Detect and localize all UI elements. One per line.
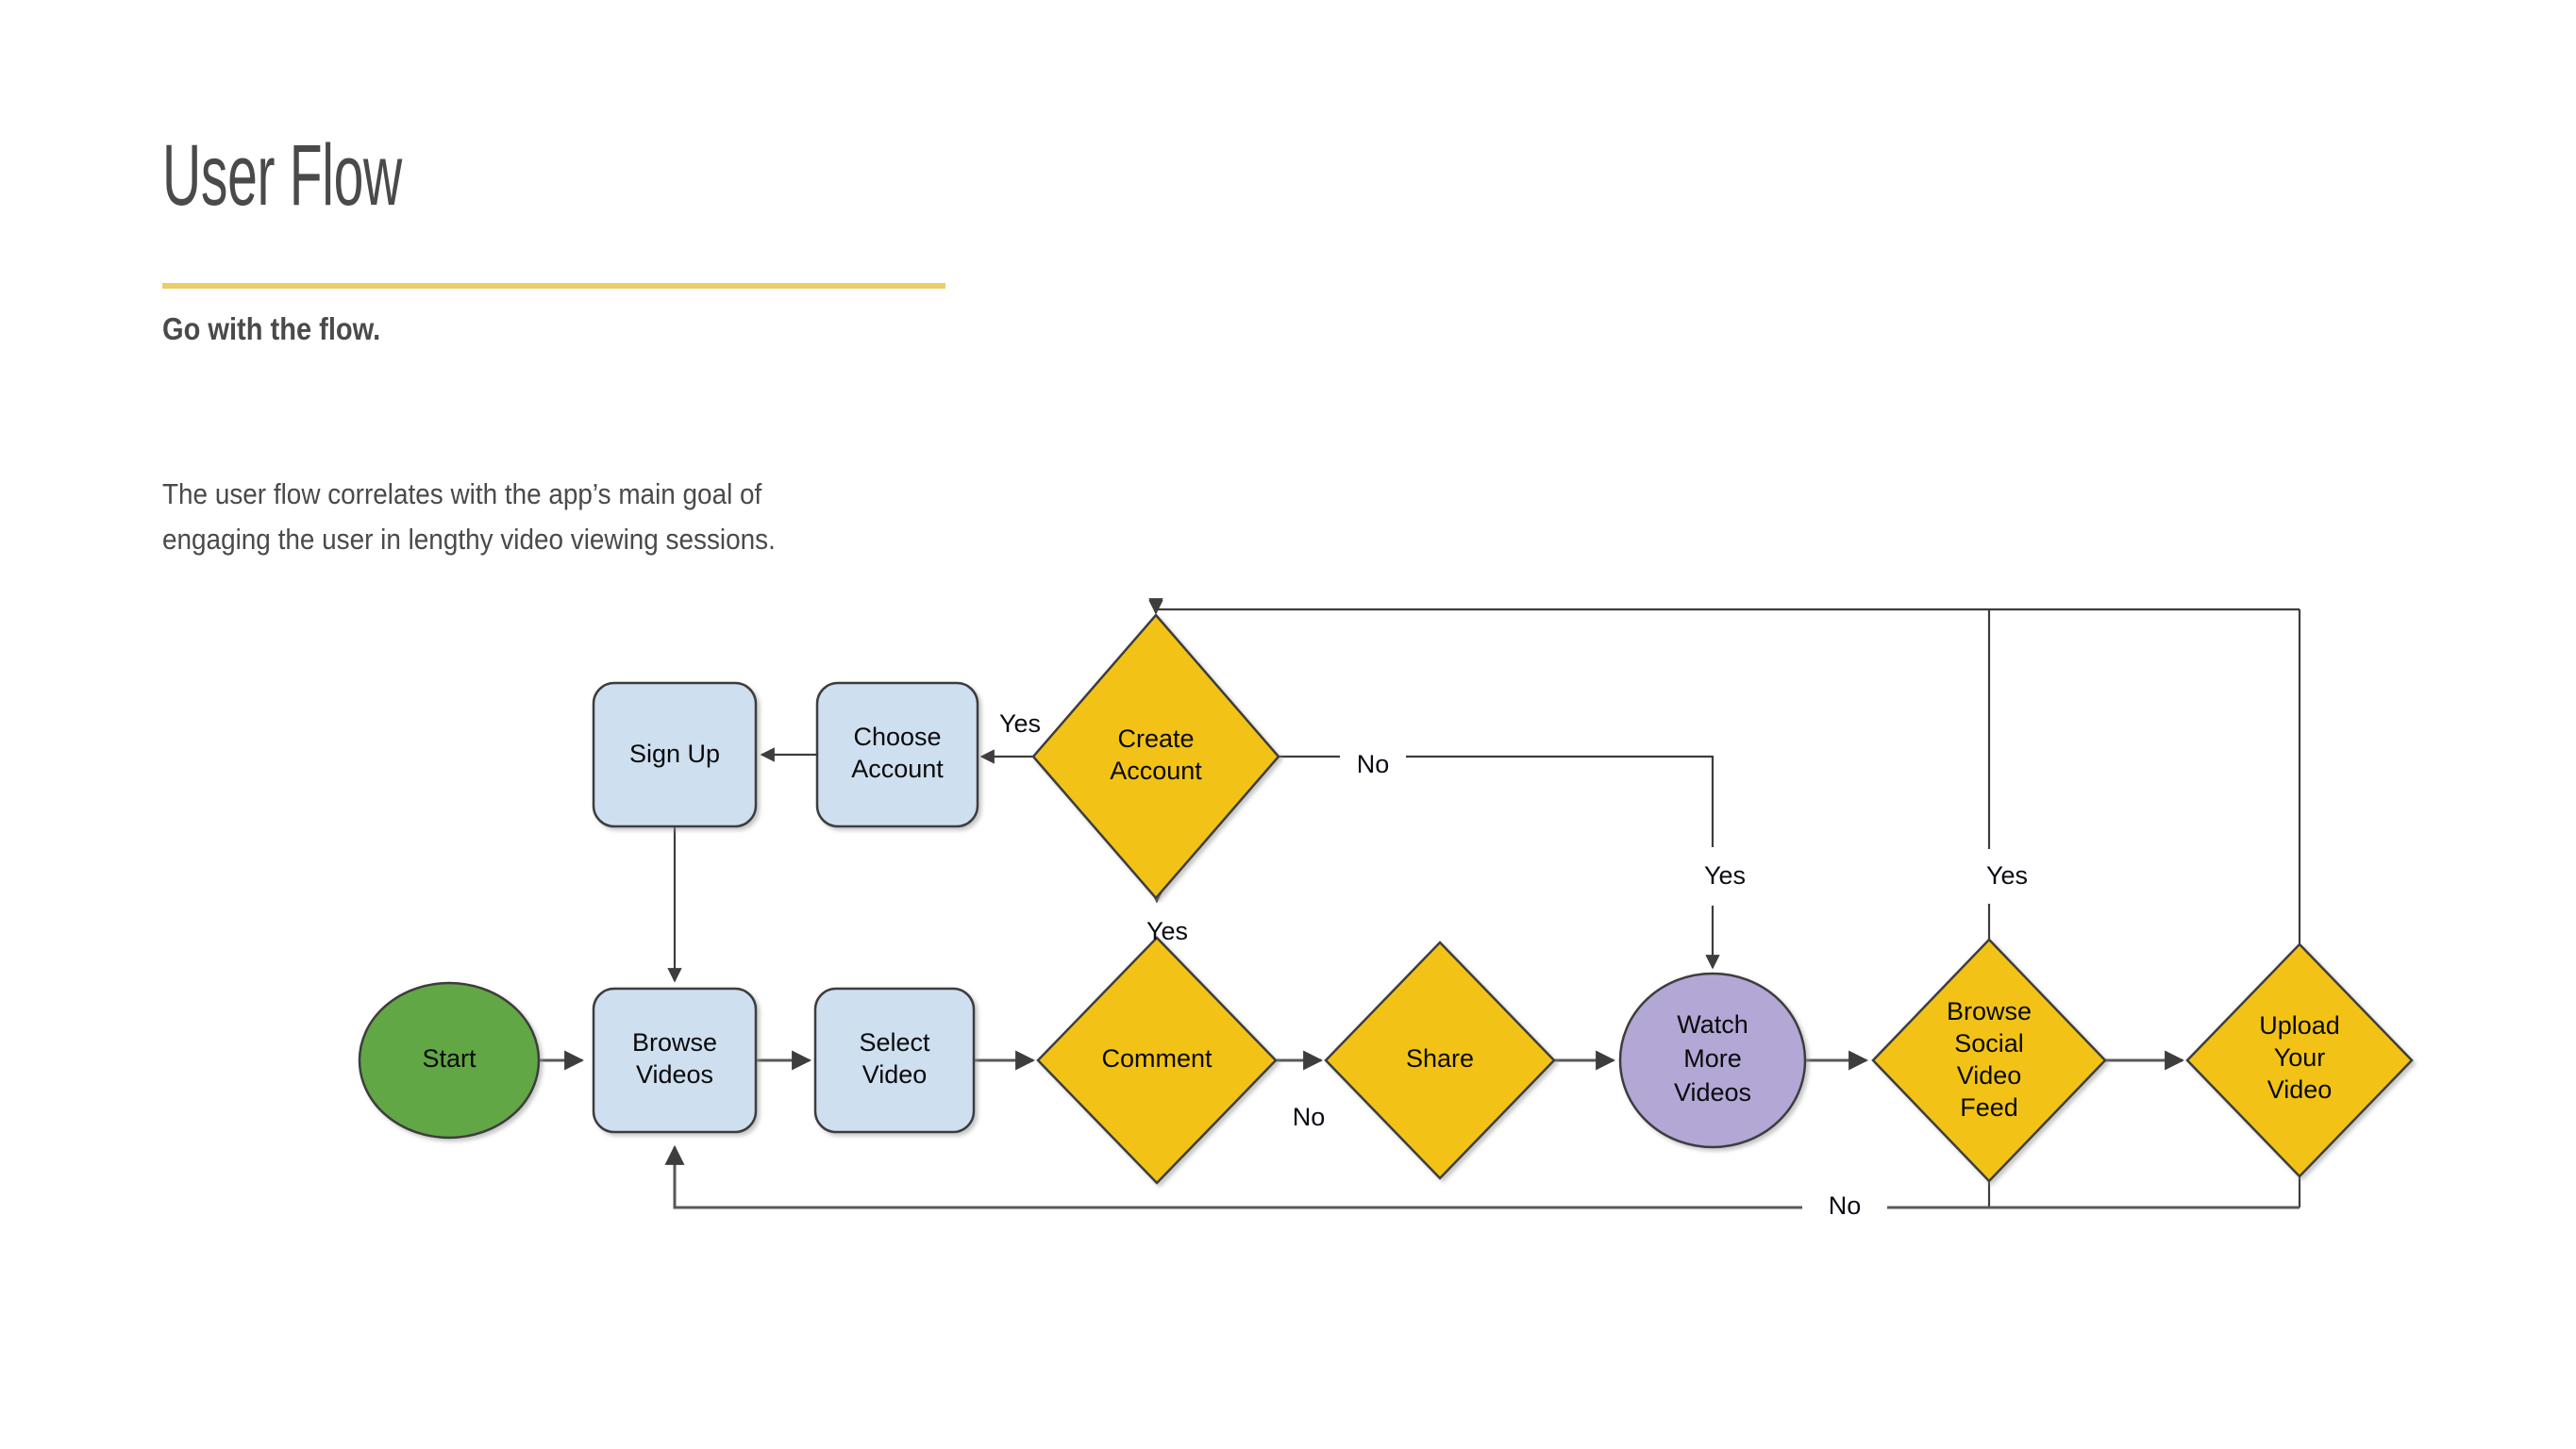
node-select-video-label-1: Select — [859, 1028, 930, 1057]
node-sign-up-label: Sign Up — [629, 740, 720, 768]
node-watch-more-label-2: More — [1683, 1044, 1742, 1073]
node-watch-more-videos[interactable]: Watch More Videos — [1618, 972, 1807, 1149]
slide-subtitle: Go with the flow. — [162, 311, 381, 346]
node-browse-videos[interactable]: Browse Videos — [592, 987, 758, 1134]
node-browse-feed-label-1: Browse — [1947, 997, 2032, 1025]
edge-label-no-bottom-return: No — [1829, 1191, 1862, 1220]
node-browse-feed-label-3: Video — [1957, 1061, 2022, 1090]
edge-label-yes-choose-account: Yes — [999, 709, 1041, 738]
node-choose-account-label-1: Choose — [853, 723, 941, 751]
node-browse-feed-label-4: Feed — [1960, 1093, 2018, 1122]
node-create-account-label-2: Account — [1110, 757, 1202, 785]
edge-top-rail-to-create-account — [1154, 600, 2300, 611]
node-start[interactable]: Start — [358, 981, 541, 1140]
node-upload-video-label-3: Video — [2267, 1075, 2333, 1104]
node-share[interactable]: Share — [1324, 941, 1556, 1180]
node-watch-more-label-3: Videos — [1674, 1078, 1751, 1107]
slide-body-text: The user flow correlates with the app’s … — [162, 477, 776, 557]
edge-label-no-create-account: No — [1357, 750, 1390, 778]
node-upload-video-label-2: Your — [2274, 1043, 2326, 1072]
edge-bottom-rail-left-segment — [664, 1144, 1802, 1209]
node-share-label: Share — [1406, 1044, 1474, 1073]
node-comment-label: Comment — [1101, 1044, 1213, 1073]
edge-label-yes-comment-to-create-account: Yes — [1146, 917, 1188, 945]
node-upload-video-label-1: Upload — [2259, 1011, 2340, 1040]
title-accent-rule — [162, 283, 945, 289]
edge-label-yes-to-watch-more: Yes — [1704, 861, 1746, 890]
node-watch-more-label-1: Watch — [1677, 1010, 1748, 1039]
edge-label-no-comment-to-share: No — [1293, 1103, 1326, 1131]
edge-label-layer: Yes No Yes No Yes Yes No — [999, 709, 2028, 1220]
node-select-video-label-2: Video — [862, 1060, 928, 1089]
node-browse-social-video-feed[interactable]: Browse Social Video Feed — [1871, 938, 2107, 1183]
edge-layer — [539, 598, 2301, 1209]
title-block: User Flow — [162, 132, 974, 219]
node-sign-up[interactable]: Sign Up — [592, 681, 758, 828]
node-layer: Start Sign Up Choose Account Create Acco… — [358, 613, 2414, 1185]
node-browse-videos-label-2: Videos — [636, 1060, 713, 1089]
edge-label-yes-browse-feed: Yes — [1986, 861, 2028, 890]
node-create-account[interactable]: Create Account — [1031, 613, 1280, 900]
node-comment[interactable]: Comment — [1036, 936, 1278, 1185]
node-choose-account-label-2: Account — [851, 755, 944, 783]
node-create-account-label-1: Create — [1117, 724, 1194, 753]
node-upload-your-video[interactable]: Upload Your Video — [2185, 942, 2414, 1178]
node-browse-videos-label-1: Browse — [632, 1028, 717, 1057]
node-select-video[interactable]: Select Video — [813, 987, 976, 1134]
node-choose-account[interactable]: Choose Account — [815, 681, 979, 828]
edge-create-account-no-to-watch-more — [1279, 755, 1715, 847]
page-title: User Flow — [162, 127, 402, 224]
node-browse-feed-label-2: Social — [1954, 1029, 2024, 1058]
node-start-label: Start — [422, 1044, 477, 1073]
